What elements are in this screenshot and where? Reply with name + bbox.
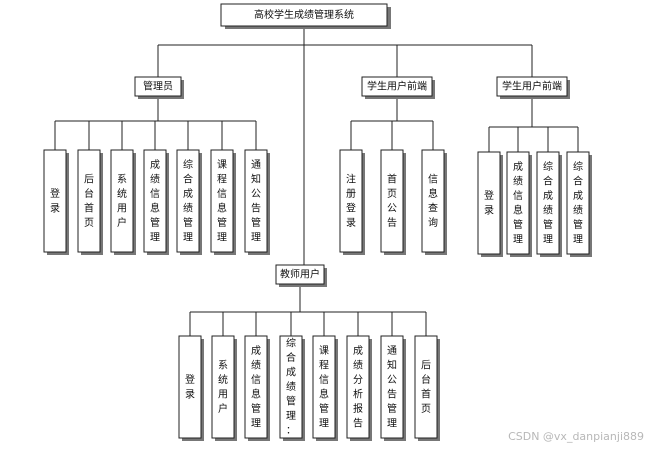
group-label-student-front: 学生用户前端	[367, 80, 427, 93]
group-label-student: 学生用户前端	[502, 80, 562, 93]
leaf-node-admin-5: 课程信息管理	[210, 149, 236, 255]
leaf-box	[77, 149, 101, 253]
leaf-label: 登录	[484, 189, 494, 217]
group-node-admin: 管理员	[134, 76, 184, 99]
leaf-node-teacher-2: 成绩信息管理	[244, 335, 270, 441]
leaf-label: 成绩信息管理	[251, 345, 261, 430]
leaf-node-student-1: 成绩信息管理	[506, 151, 532, 257]
leaf-box	[346, 335, 370, 439]
leaf-node-teacher-7: 后台首页	[414, 335, 440, 441]
leaf-label: 注册登录	[346, 172, 356, 229]
leaf-node-teacher-4: 课程信息管理	[312, 335, 338, 441]
leaf-label: 后台首页	[84, 173, 94, 229]
leaf-box	[477, 151, 501, 255]
leaf-node-student-front-2: 信息查询	[421, 149, 447, 255]
leaf-label: 成绩信息管理	[150, 159, 160, 244]
leaf-node-student-2: 综合成绩管理	[536, 151, 562, 257]
leaf-label: 成绩分析报告	[353, 345, 363, 430]
leaf-nodes: 登录后台首页系统用户成绩信息管理综合成绩管理课程信息管理通知公告管理注册登录首页…	[43, 149, 592, 441]
leaf-node-admin-3: 成绩信息管理	[143, 149, 169, 255]
leaf-box	[339, 149, 363, 253]
leaf-box	[506, 151, 530, 255]
leaf-box	[110, 149, 134, 253]
watermark: CSDN @vx_danpianji889	[508, 430, 644, 443]
leaf-label: 成绩信息管理	[513, 161, 523, 246]
leaf-node-admin-1: 后台首页	[77, 149, 103, 255]
leaf-label: 通知公告管理	[387, 345, 397, 430]
root-node: 高校学生成绩管理系统	[220, 3, 391, 29]
leaf-node-teacher-5: 成绩分析报告	[346, 335, 372, 441]
leaf-box	[536, 151, 560, 255]
leaf-label: 课程信息管理	[319, 345, 329, 430]
leaf-label: 通知公告管理	[251, 159, 261, 244]
leaf-box	[312, 335, 336, 439]
leaf-box	[210, 149, 234, 253]
leaf-box	[566, 151, 590, 255]
leaf-node-student-0: 登录	[477, 151, 503, 257]
leaf-node-teacher-6: 通知公告管理	[380, 335, 406, 441]
leaf-node-admin-6: 通知公告管理	[244, 149, 270, 255]
leaf-label: 综合成绩管理：	[286, 337, 296, 437]
leaf-box	[244, 149, 268, 253]
leaf-box	[380, 149, 404, 253]
leaf-box	[279, 335, 303, 439]
leaf-label: 课程信息管理	[217, 159, 227, 244]
leaf-box	[176, 149, 200, 253]
leaf-node-teacher-3: 综合成绩管理：	[279, 335, 305, 441]
group-label-teacher: 教师用户	[280, 268, 320, 281]
leaf-label: 登录	[50, 187, 60, 215]
leaf-node-teacher-0: 登录	[178, 335, 204, 441]
leaf-node-admin-0: 登录	[43, 149, 69, 255]
leaf-label: 综合成绩管理	[543, 160, 553, 246]
leaf-box	[178, 335, 202, 439]
leaf-box	[421, 149, 445, 253]
root-title: 高校学生成绩管理系统	[254, 8, 354, 21]
group-node-student: 学生用户前端	[496, 76, 570, 99]
leaf-node-student-front-0: 注册登录	[339, 149, 365, 255]
leaf-label: 后台首页	[421, 359, 431, 415]
leaf-box	[414, 335, 438, 439]
leaf-box	[143, 149, 167, 253]
leaf-node-admin-4: 综合成绩管理	[176, 149, 202, 255]
leaf-label: 综合成绩管理	[183, 158, 193, 244]
group-node-teacher: 教师用户	[275, 264, 327, 287]
leaf-label: 信息查询	[428, 173, 438, 229]
leaf-label: 登录	[185, 373, 195, 401]
leaf-label: 系统用户	[218, 359, 228, 415]
leaf-box	[211, 335, 235, 439]
leaf-box	[43, 149, 67, 253]
leaf-box	[380, 335, 404, 439]
leaf-node-teacher-1: 系统用户	[211, 335, 237, 441]
group-node-student-front: 学生用户前端	[361, 76, 435, 99]
connector-lines	[54, 26, 579, 336]
leaf-label: 系统用户	[117, 173, 127, 229]
leaf-box	[244, 335, 268, 439]
leaf-label: 首页公告	[387, 172, 397, 229]
leaf-node-admin-2: 系统用户	[110, 149, 136, 255]
group-label-admin: 管理员	[143, 80, 173, 93]
leaf-label: 综合成绩管理	[573, 160, 583, 246]
leaf-node-student-3: 综合成绩管理	[566, 151, 592, 257]
leaf-node-student-front-1: 首页公告	[380, 149, 406, 255]
